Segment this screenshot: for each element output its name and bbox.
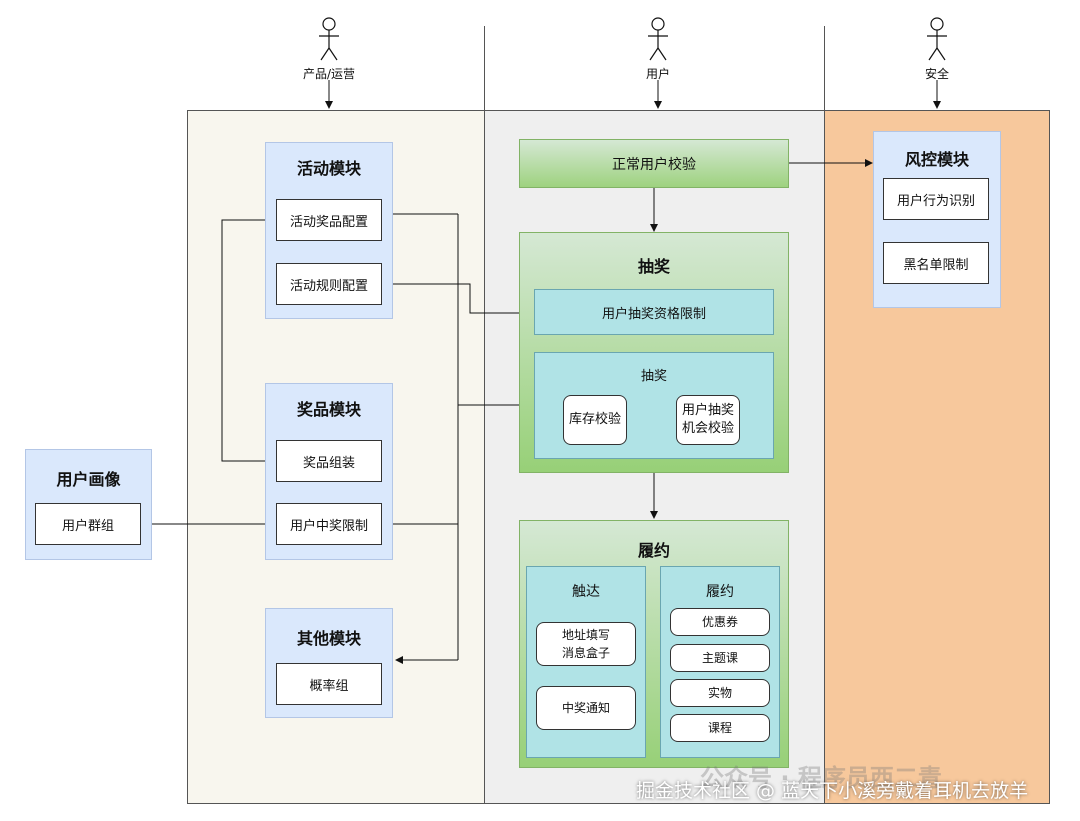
win-notification: 中奖通知 (536, 686, 636, 730)
activity-prize-config: 活动奖品配置 (276, 199, 382, 241)
physical-item: 实物 (670, 679, 770, 707)
perform-title: 履约 (706, 584, 734, 600)
draw-chance-check-line2: 机会校验 (681, 421, 734, 436)
prize-assembly: 奖品组装 (276, 440, 382, 482)
user-group: 用户群组 (35, 503, 141, 545)
activity-module-title: 活动模块 (296, 159, 361, 178)
draw-chance-check-line1: 用户抽奖 (681, 403, 734, 418)
lane-divider-1 (484, 26, 485, 110)
coupon: 优惠券 (670, 608, 770, 636)
reach-title: 触达 (572, 584, 600, 600)
actor-product-label: 产品/运营 (302, 67, 356, 81)
lottery-title: 抽奖 (637, 257, 670, 276)
draw-chance-check: 用户抽奖 机会校验 (676, 395, 740, 445)
lottery-eligibility-limit: 用户抽奖资格限制 (534, 289, 774, 335)
prize-module-title: 奖品模块 (296, 400, 361, 419)
actor-figures (319, 17, 947, 61)
activity-rule-config: 活动规则配置 (276, 263, 382, 305)
message-box-line: 消息盒子 (561, 646, 610, 660)
theme-course: 主题课 (670, 644, 770, 672)
user-win-limit: 用户中奖限制 (276, 503, 382, 545)
watermark-main: 掘金技术社区 @ 蓝天下小溪旁戴着耳机去放羊 (636, 780, 1029, 802)
course: 课程 (670, 714, 770, 742)
risk-control-title: 风控模块 (904, 150, 969, 169)
user-behavior-recognition: 用户行为识别 (883, 178, 989, 220)
user-profile-title: 用户画像 (56, 470, 121, 489)
lottery-inner-title: 抽奖 (640, 369, 667, 384)
actor-security-label: 安全 (924, 67, 949, 81)
other-module-title: 其他模块 (296, 629, 361, 648)
blacklist-limit: 黑名单限制 (883, 242, 989, 284)
watermark-faint: 公众号 · 程序员西二青 (700, 764, 942, 792)
lane-divider-2 (824, 26, 825, 110)
normal-user-validation: 正常用户校验 (519, 139, 789, 188)
address-line: 地址填写 (561, 628, 610, 642)
address-message-box: 地址填写 消息盒子 (536, 622, 636, 666)
fulfillment-title: 履约 (637, 541, 670, 560)
probability-group: 概率组 (276, 663, 382, 705)
stock-check: 库存校验 (563, 395, 627, 445)
actor-user-label: 用户 (645, 67, 670, 81)
